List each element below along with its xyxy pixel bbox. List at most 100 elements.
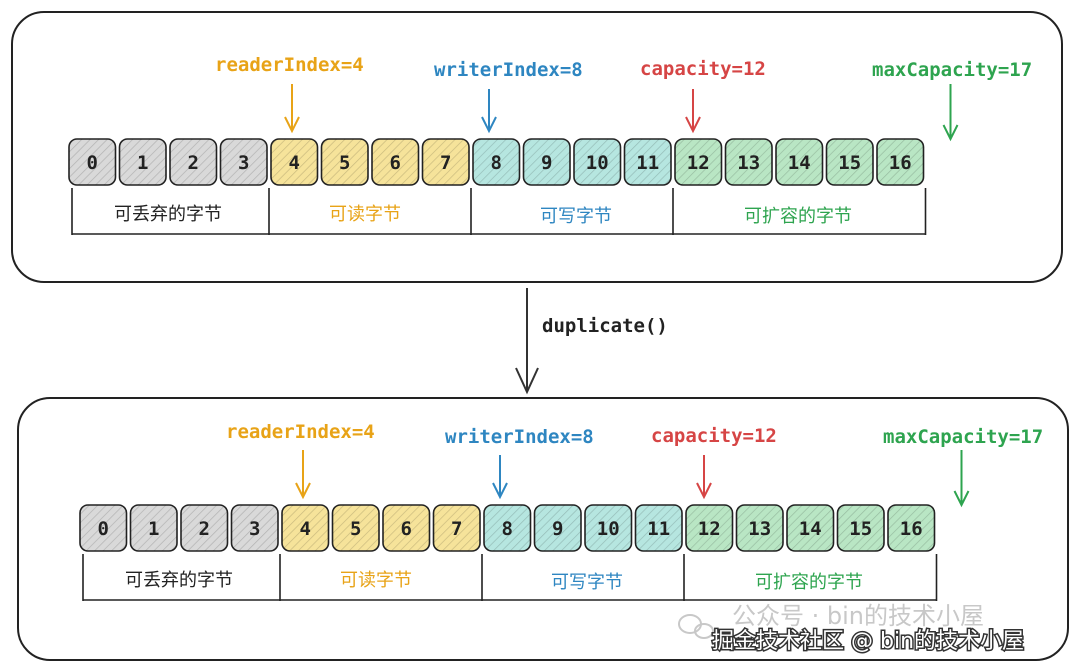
- capacity-label: capacity=12: [640, 58, 766, 80]
- reader-index-label: readerIndex=4: [226, 421, 375, 443]
- byte-cell-10: 10: [573, 138, 622, 186]
- byte-cell-12: 12: [674, 138, 723, 186]
- byte-cell-label: 11: [647, 518, 670, 540]
- byte-cell-3: 3: [219, 138, 268, 186]
- byte-cell-14: 14: [775, 138, 824, 186]
- byte-cell-label: 6: [390, 152, 401, 174]
- panel-frame-original: [11, 11, 1063, 283]
- region-discardable: 可丢弃的字节: [125, 570, 233, 591]
- region-discardable: 可丢弃的字节: [114, 204, 222, 225]
- byte-cell-8: 8: [472, 138, 521, 186]
- duplicate-arrow: [515, 288, 539, 395]
- region-brackets: [71, 188, 927, 235]
- byte-cell-4: 4: [281, 504, 330, 552]
- region-writable: 可写字节: [551, 572, 623, 593]
- byte-cell-label: 0: [98, 518, 109, 540]
- byte-cell-15: 15: [825, 138, 874, 186]
- pointer-arrows: [284, 84, 959, 142]
- watermark: 公众号 · bin的技术小屋 掘金技术社区 @ bin的技术小屋: [678, 602, 1026, 656]
- byte-cell-11: 11: [634, 504, 683, 552]
- byte-cell-label: 11: [636, 152, 659, 174]
- byte-cell-10: 10: [584, 504, 633, 552]
- region-expandable: 可扩容的字节: [755, 572, 863, 593]
- byte-cell-7: 7: [421, 138, 470, 186]
- byte-cell-label: 10: [597, 518, 620, 540]
- byte-cell-16: 16: [876, 138, 925, 186]
- byte-cell-label: 3: [238, 152, 249, 174]
- byte-cell-label: 7: [451, 518, 462, 540]
- byte-cell-label: 5: [350, 518, 361, 540]
- byte-cell-9: 9: [533, 504, 582, 552]
- buffer-panel-duplicate: readerIndex=4 writerIndex=8 capacity=12 …: [79, 421, 1043, 601]
- byte-cell-label: 14: [788, 152, 811, 174]
- capacity-arrow: [696, 455, 712, 500]
- byte-cell-label: 1: [148, 518, 159, 540]
- byte-cell-label: 5: [339, 152, 350, 174]
- duplicate-label: duplicate(): [542, 315, 668, 337]
- region-brackets: [82, 554, 938, 601]
- byte-cell-13: 13: [724, 138, 773, 186]
- byte-cell-6: 6: [371, 138, 420, 186]
- byte-cell-2: 2: [180, 504, 229, 552]
- byte-cell-15: 15: [836, 504, 885, 552]
- region-writable: 可写字节: [540, 206, 612, 227]
- wechat-icon: [678, 614, 714, 639]
- writer-arrow: [492, 455, 508, 500]
- reader-index-label: readerIndex=4: [215, 54, 364, 76]
- byte-cell-11: 11: [623, 138, 672, 186]
- byte-cell-label: 14: [799, 518, 822, 540]
- region-readable: 可读字节: [340, 570, 412, 591]
- byte-cell-label: 13: [748, 518, 771, 540]
- byte-cell-9: 9: [522, 138, 571, 186]
- pointer-arrows: [295, 450, 970, 508]
- reader-arrow: [295, 450, 311, 500]
- byte-cell-label: 12: [698, 518, 721, 540]
- byte-cell-label: 10: [586, 152, 609, 174]
- region-bracket-lines: [82, 554, 938, 601]
- writer-index-label: writerIndex=8: [445, 426, 594, 448]
- byte-cell-label: 4: [300, 518, 311, 540]
- byte-cell-label: 12: [687, 152, 710, 174]
- byte-cell-1: 1: [129, 504, 178, 552]
- byte-cell-16: 16: [887, 504, 936, 552]
- byte-cell-label: 15: [838, 152, 861, 174]
- byte-cell-8: 8: [483, 504, 532, 552]
- max-capacity-arrow: [942, 84, 959, 142]
- byte-cell-0: 0: [68, 138, 117, 186]
- capacity-label: capacity=12: [651, 425, 777, 447]
- byte-cell-label: 8: [502, 518, 513, 540]
- region-readable: 可读字节: [329, 204, 401, 225]
- byte-cell-label: 4: [289, 152, 300, 174]
- byte-cell-7: 7: [432, 504, 481, 552]
- byte-cell-0: 0: [79, 504, 128, 552]
- region-expandable: 可扩容的字节: [744, 206, 852, 227]
- byte-cell-label: 13: [737, 152, 760, 174]
- writer-arrow: [481, 89, 497, 134]
- byte-cell-label: 16: [889, 152, 912, 174]
- byte-cell-1: 1: [118, 138, 167, 186]
- byte-cell-5: 5: [331, 504, 380, 552]
- reader-arrow: [284, 84, 300, 134]
- byte-cell-label: 8: [491, 152, 502, 174]
- region-bracket-lines: [71, 188, 927, 235]
- byte-cell-label: 9: [541, 152, 552, 174]
- byte-cell-label: 3: [249, 518, 260, 540]
- max-capacity-label: maxCapacity=17: [883, 426, 1043, 448]
- byte-cell-13: 13: [735, 504, 784, 552]
- capacity-arrow: [685, 89, 701, 134]
- byte-cell-label: 2: [188, 152, 199, 174]
- byte-cell-label: 16: [900, 518, 923, 540]
- byte-cell-label: 6: [401, 518, 412, 540]
- byte-cell-6: 6: [382, 504, 431, 552]
- byte-cell-label: 1: [137, 152, 148, 174]
- byte-cell-4: 4: [270, 138, 319, 186]
- buffer-panel-original: readerIndex=4 writerIndex=8 capacity=12 …: [68, 54, 1032, 235]
- writer-index-label: writerIndex=8: [434, 59, 583, 81]
- byte-cell-label: 15: [849, 518, 872, 540]
- byte-cell-label: 7: [440, 152, 451, 174]
- byte-cell-3: 3: [230, 504, 279, 552]
- max-capacity-arrow: [953, 450, 970, 508]
